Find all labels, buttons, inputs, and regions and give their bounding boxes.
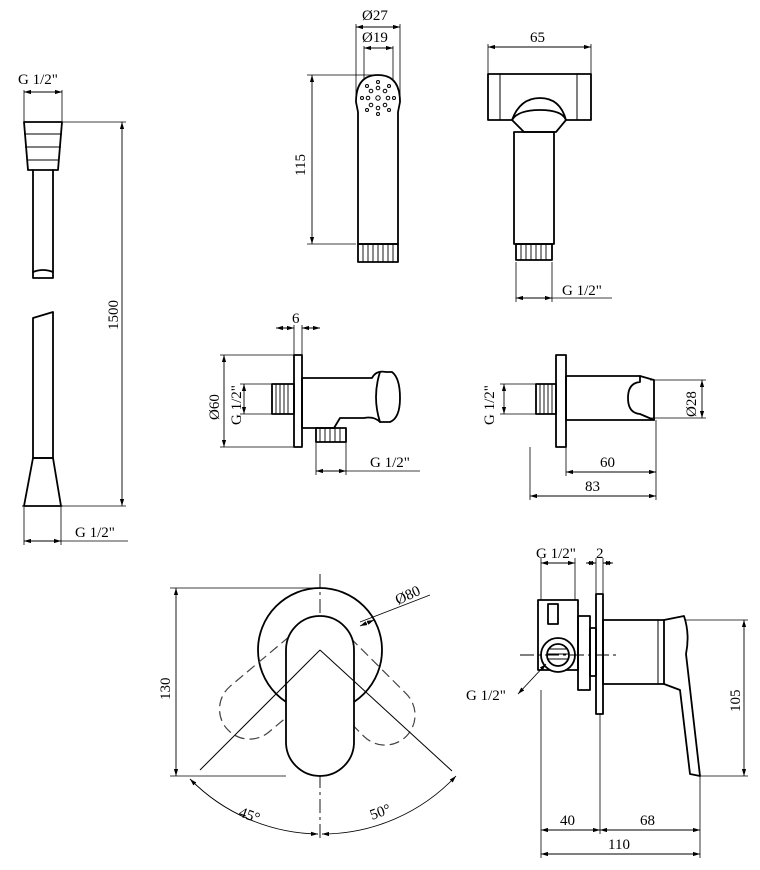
mixer-side-height-label: 105	[728, 690, 744, 713]
mixer-front-view: Ø80 130 45° 50°	[158, 574, 457, 838]
holder-total-length-label: 83	[585, 479, 600, 495]
hand-sprayer-front-view: Ø27 Ø19 115	[293, 8, 401, 263]
mixer-body-thread-label: G 1/2"	[536, 546, 576, 562]
wall-elbow-view: 6 Ø60 G 1/2" G 1/2"	[207, 311, 420, 475]
mixer-side-thread-label: G 1/2"	[466, 688, 506, 704]
sprayer-nozzle-holes	[360, 80, 396, 116]
holder-projection-label: 60	[600, 455, 615, 471]
sprayer-outer-diameter-label: Ø27	[362, 8, 388, 24]
sprayer-head-width-label: 65	[530, 30, 545, 46]
mixer-depth-total-label: 110	[608, 837, 630, 853]
sprayer-thread-label: G 1/2"	[562, 283, 602, 299]
mixer-side-view: G 1/2" 2 G 1/2" 105 40 68 110	[466, 546, 748, 858]
mixer-rotation-left-arc	[189, 778, 319, 836]
elbow-outlet-thread-label: G 1/2"	[370, 455, 410, 471]
mixer-rotation-right-arc	[321, 775, 457, 837]
mixer-rosette-diameter-label: Ø80	[393, 583, 423, 608]
mixer-depth-front-label: 68	[640, 813, 655, 829]
mixer-depth-rear-label: 40	[560, 813, 575, 829]
mixer-rotation-right-label: 50°	[368, 802, 393, 824]
elbow-inlet-thread-label: G 1/2"	[229, 385, 245, 425]
wall-holder-view: G 1/2" Ø28 60 83	[482, 354, 706, 500]
holder-thread-label: G 1/2"	[482, 385, 498, 425]
sprayer-length-label: 115	[293, 154, 309, 176]
hose-bottom-thread-label: G 1/2"	[75, 525, 115, 541]
sprayer-inner-diameter-label: Ø19	[362, 30, 388, 46]
shower-hose-view: G 1/2" 1500 G 1/2"	[18, 72, 128, 545]
mixer-rosette-diameter-dim-line	[359, 619, 375, 627]
elbow-flange-thickness-label: 6	[292, 311, 300, 327]
mixer-height-label: 130	[158, 678, 174, 701]
mixer-rotation-left-label: 45°	[237, 805, 262, 827]
hose-top-thread-label: G 1/2"	[18, 72, 58, 88]
elbow-flange-diameter-label: Ø60	[207, 394, 223, 420]
holder-cradle-diameter-label: Ø28	[684, 391, 700, 417]
hand-sprayer-side-view: 65 G 1/2"	[487, 30, 612, 302]
mixer-plate-thickness-label: 2	[596, 546, 604, 562]
hose-length-label: 1500	[106, 300, 122, 330]
mixer-side-thread-leader	[517, 663, 547, 695]
